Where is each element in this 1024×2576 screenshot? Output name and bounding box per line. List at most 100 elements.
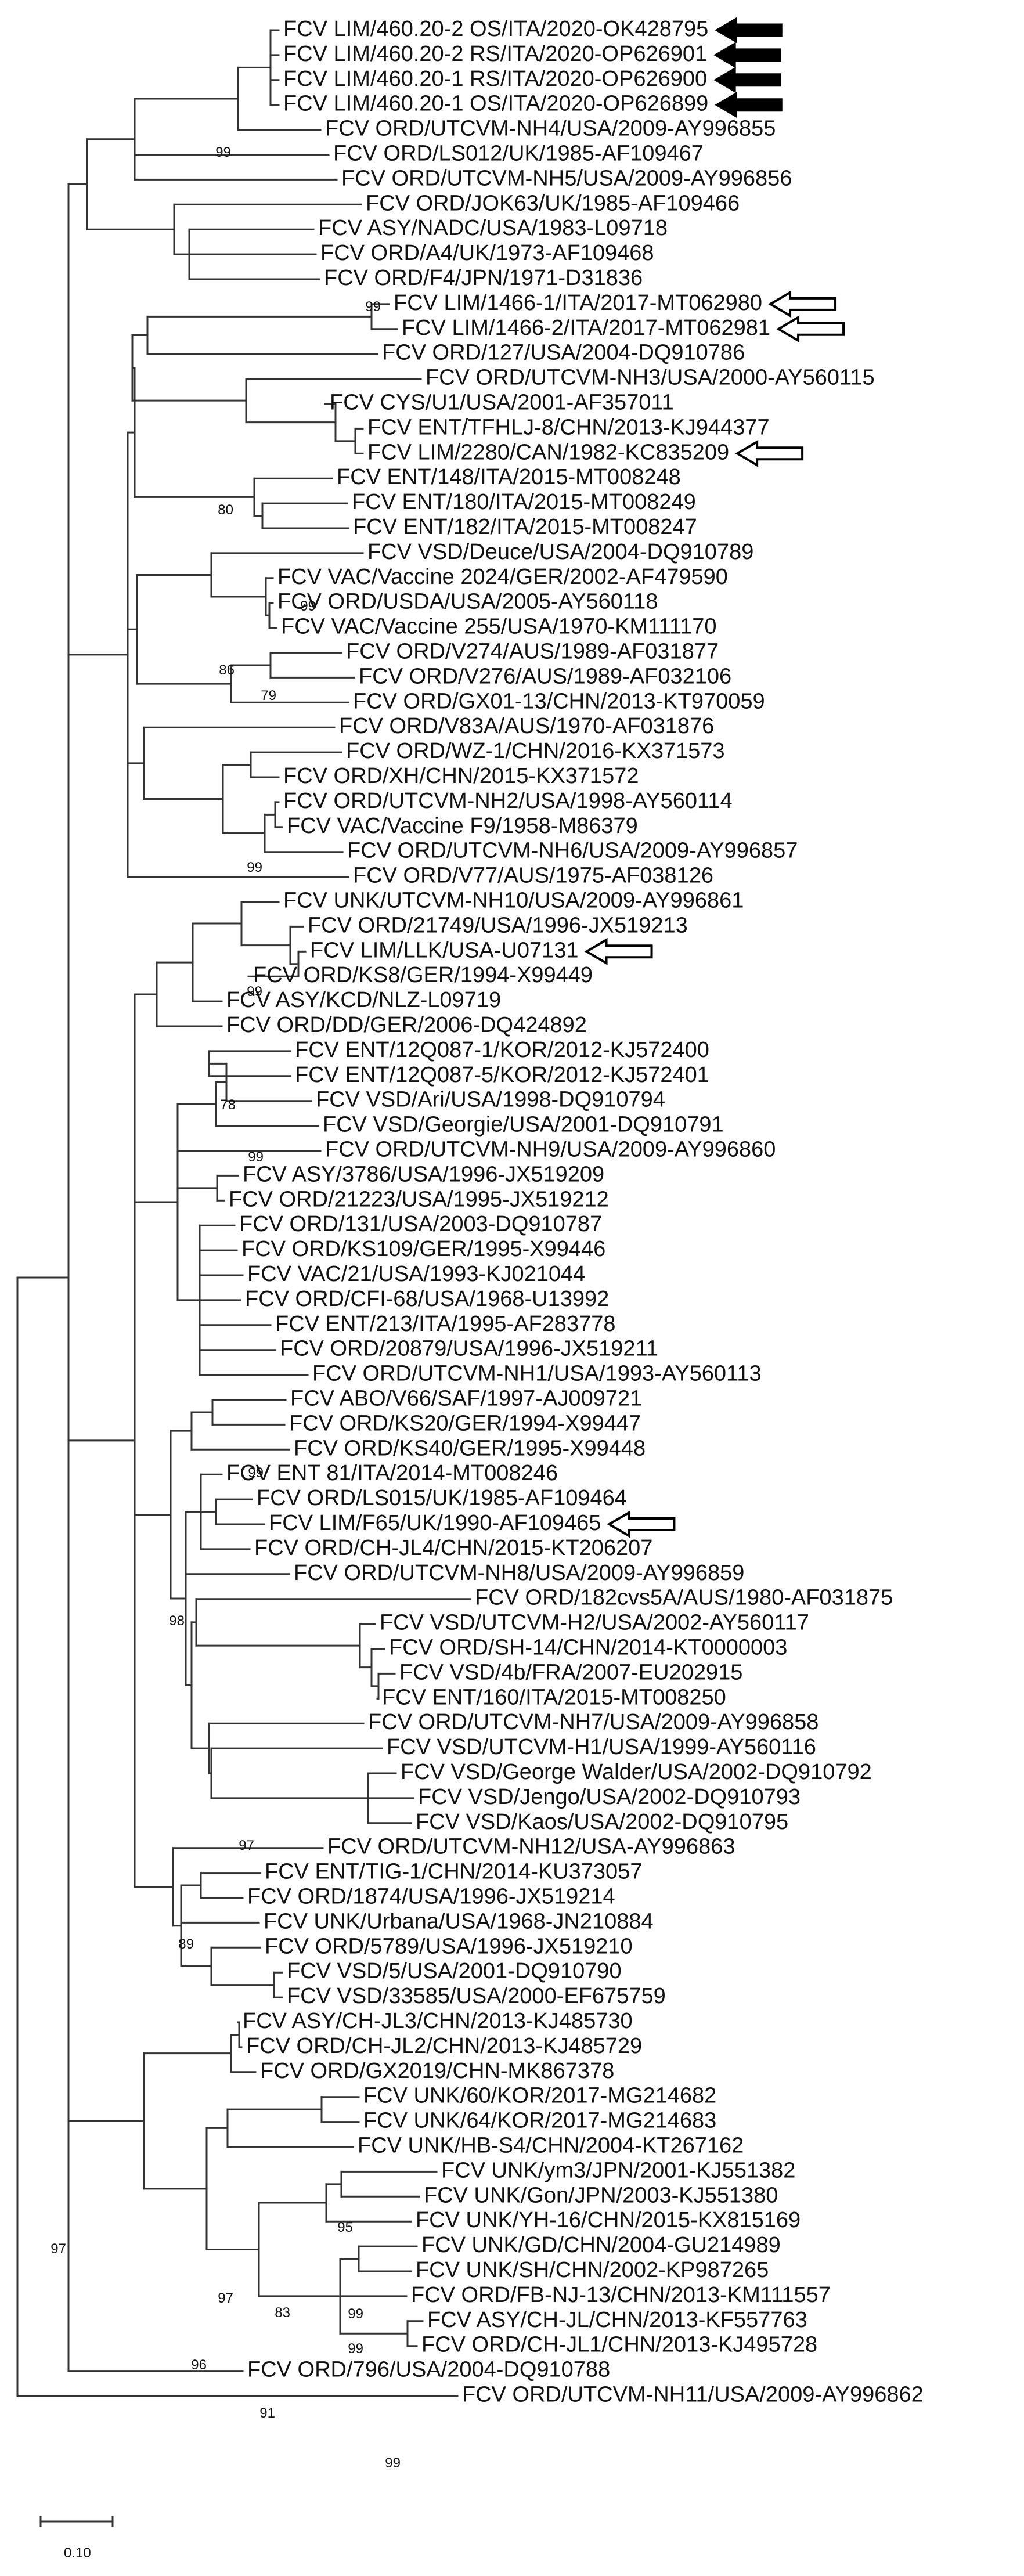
leaf-label: FCV ENT/182/ITA/2015-MT008247 <box>353 515 697 539</box>
scale-bar-label: 0.10 <box>64 2545 91 2561</box>
leaf-label: FCV LIM/460.20-2 OS/ITA/2020-OK428795 <box>283 17 708 41</box>
leaf-label: FCV ENT 81/ITA/2014-MT008246 <box>226 1461 558 1485</box>
bootstrap-value: 99 <box>348 2306 363 2322</box>
leaf-label: FCV UNK/HB-S4/CHN/2004-KT267162 <box>358 2134 744 2158</box>
bootstrap-value: 98 <box>169 1613 185 1629</box>
leaf-label: FCV VSD/4b/FRA/2007-EU202915 <box>399 1660 742 1684</box>
bootstrap-value: 99 <box>247 984 262 1000</box>
leaf-label: FCV ORD/UTCVM-NH5/USA/2009-AY996856 <box>341 166 792 190</box>
bootstrap-values: 9999809986799999789999989789959999979783… <box>51 145 401 2471</box>
leaf-label: FCV ORD/FB-NJ-13/CHN/2013-KM111557 <box>411 2283 831 2307</box>
leaf-label: FCV VSD/33585/USA/2000-EF675759 <box>287 1984 666 2008</box>
leaf-label: FCV ORD/GX01-13/CHN/2013-KT970059 <box>353 689 765 713</box>
leaf-label: FCV ENT/TIG-1/CHN/2014-KU373057 <box>265 1860 642 1884</box>
leaf-label: FCV ENT/12Q087-1/KOR/2012-KJ572400 <box>295 1038 709 1062</box>
leaf-label: FCV ASY/3786/USA/1996-JX519209 <box>243 1162 604 1186</box>
leaf-label: FCV ORD/V77/AUS/1975-AF038126 <box>353 864 713 888</box>
leaf-label: FCV VSD/Deuce/USA/2004-DQ910789 <box>367 540 753 564</box>
bootstrap-value: 99 <box>385 2455 401 2471</box>
leaf-label: FCV ORD/796/USA/2004-DQ910788 <box>247 2358 610 2382</box>
leaf-label: FCV ORD/5789/USA/1996-JX519210 <box>265 1934 633 1958</box>
leaf-label: FCV CYS/U1/USA/2001-AF357011 <box>330 391 674 415</box>
leaf-label: FCV ENT/213/ITA/1995-AF283778 <box>275 1312 615 1336</box>
leaf-label: FCV ENT/TFHLJ-8/CHN/2013-KJ944377 <box>367 415 770 439</box>
leaf-label: FCV ENT/12Q087-5/KOR/2012-KJ572401 <box>295 1063 709 1087</box>
leaf-label: FCV ENT/148/ITA/2015-MT008248 <box>337 465 681 489</box>
bootstrap-value: 91 <box>259 2405 275 2421</box>
leaf-label: FCV LIM/460.20-1 RS/ITA/2020-OP626900 <box>283 67 707 91</box>
leaf-label: FCV ORD/CH-JL4/CHN/2015-KT206207 <box>254 1536 652 1560</box>
leaf-label: FCV VSD/UTCVM-H1/USA/1999-AY560116 <box>387 1735 816 1759</box>
open-arrow-icon <box>735 439 804 467</box>
leaf-label: FCV UNK/Gon/JPN/2003-KJ551380 <box>424 2183 778 2207</box>
filled-arrow-icon <box>715 17 783 44</box>
leaf-label: FCV LIM/1466-1/ITA/2017-MT062980 <box>394 291 762 315</box>
leaf-label: FCV UNK/Urbana/USA/1968-JN210884 <box>264 1909 654 1933</box>
leaf-label: FCV ORD/DD/GER/2006-DQ424892 <box>226 1013 587 1037</box>
open-arrow-icon <box>776 315 845 343</box>
bootstrap-value: 95 <box>337 2220 353 2235</box>
leaf-label: FCV ASY/CH-JL/CHN/2013-KF557763 <box>427 2308 807 2332</box>
leaf-label: FCV ORD/V276/AUS/1989-AF032106 <box>359 664 731 688</box>
leaf-label: FCV ORD/UTCVM-NH7/USA/2009-AY996858 <box>368 1710 819 1734</box>
open-arrow-icon <box>584 937 653 965</box>
leaf-label: FCV LIM/F65/UK/1990-AF109465 <box>269 1511 601 1535</box>
bootstrap-value: 99 <box>215 145 231 160</box>
leaf-label: FCV VAC/Vaccine 2024/GER/2002-AF479590 <box>277 565 728 589</box>
leaf-label: FCV VSD/UTCVM-H2/USA/2002-AY560117 <box>380 1611 809 1635</box>
leaf-label: FCV ORD/131/USA/2003-DQ910787 <box>239 1212 602 1236</box>
leaf-label: FCV ORD/UTCVM-NH2/USA/1998-AY560114 <box>283 789 733 813</box>
leaf-label: FCV ORD/V83A/AUS/1970-AF031876 <box>339 714 714 738</box>
leaf-label: FCV UNK/60/KOR/2017-MG214682 <box>363 2084 716 2108</box>
leaf-label: FCV VSD/5/USA/2001-DQ910790 <box>287 1959 622 1983</box>
bootstrap-value: 80 <box>218 502 233 518</box>
leaf-label: FCV ORD/UTCVM-NH8/USA/2009-AY996859 <box>294 1561 744 1585</box>
leaf-label: FCV ENT/180/ITA/2015-MT008249 <box>352 490 696 514</box>
leaf-label: FCV ORD/UTCVM-NH11/USA/2009-AY996862 <box>462 2383 924 2407</box>
leaf-label: FCV LIM/LLK/USA-U07131 <box>310 938 579 962</box>
leaf-label: FCV ORD/A4/UK/1973-AF109468 <box>320 241 654 265</box>
leaf-label: FCV ORD/F4/JPN/1971-D31836 <box>324 266 643 290</box>
open-arrow-icon <box>607 1510 676 1538</box>
bootstrap-value: 79 <box>261 688 276 703</box>
leaf-label: FCV ORD/UTCVM-NH4/USA/2009-AY996855 <box>325 117 776 141</box>
leaf-label: FCV ORD/CH-JL1/CHN/2013-KJ495728 <box>421 2333 817 2357</box>
leaf-label: FCV ORD/CFI-68/USA/1968-U13992 <box>245 1287 609 1311</box>
leaf-label: FCV ASY/NADC/USA/1983-L09718 <box>318 216 668 240</box>
leaf-label: FCV ASY/CH-JL3/CHN/2013-KJ485730 <box>243 2009 633 2033</box>
leaf-label: FCV ORD/KS8/GER/1994-X99449 <box>253 963 593 987</box>
leaf-label: FCV ORD/KS109/GER/1995-X99446 <box>241 1237 605 1261</box>
leaf-label: FCV ORD/LS015/UK/1985-AF109464 <box>257 1486 627 1510</box>
leaf-label: FCV ORD/UTCVM-NH9/USA/2009-AY996860 <box>325 1138 776 1162</box>
bootstrap-value: 99 <box>348 2341 363 2357</box>
bootstrap-value: 97 <box>239 1838 254 1853</box>
leaf-label: FCV ASY/KCD/NLZ-L09719 <box>226 988 501 1012</box>
leaf-label: FCV ORD/WZ-1/CHN/2016-KX371573 <box>346 739 725 763</box>
leaf-markers <box>584 17 845 1538</box>
leaf-label: FCV ORD/USDA/USA/2005-AY560118 <box>277 590 658 614</box>
leaf-label: FCV ORD/182cvs5A/AUS/1980-AF031875 <box>475 1586 893 1610</box>
filled-arrow-icon <box>713 67 781 93</box>
leaf-label: FCV ORD/UTCVM-NH1/USA/1993-AY560113 <box>312 1362 762 1386</box>
leaf-label: FCV ORD/KS20/GER/1994-X99447 <box>289 1411 641 1435</box>
leaf-label: FCV ORD/UTCVM-NH12/USA-AY996863 <box>327 1835 735 1859</box>
bootstrap-value: 99 <box>365 299 381 315</box>
leaf-label: FCV ORD/20879/USA/1996-JX519211 <box>280 1337 658 1361</box>
leaf-label: FCV VSD/Ari/USA/1998-DQ910794 <box>316 1088 665 1112</box>
leaf-label: FCV LIM/2280/CAN/1982-KC835209 <box>367 440 729 464</box>
leaf-label: FCV ABO/V66/SAF/1997-AJ009721 <box>290 1387 642 1411</box>
bootstrap-value: 99 <box>248 1465 264 1481</box>
leaf-label: FCV ORD/1874/USA/1996-JX519214 <box>247 1885 615 1909</box>
leaf-label: FCV UNK/UTCVM-NH10/USA/2009-AY996861 <box>283 889 744 913</box>
leaf-label: FCV ORD/UTCVM-NH6/USA/2009-AY996857 <box>347 839 798 863</box>
leaf-label: FCV VAC/Vaccine 255/USA/1970-KM111170 <box>281 615 717 639</box>
filled-arrow-icon <box>715 92 783 118</box>
leaf-label: FCV ORD/SH-14/CHN/2014-KT0000003 <box>389 1636 787 1660</box>
leaf-label: FCV ORD/127/USA/2004-DQ910786 <box>382 341 745 365</box>
leaf-label: FCV LIM/1466-2/ITA/2017-MT062981 <box>402 316 770 340</box>
leaf-label: FCV ORD/CH-JL2/CHN/2013-KJ485729 <box>246 2034 642 2058</box>
leaf-label: FCV UNK/ym3/JPN/2001-KJ551382 <box>441 2158 795 2182</box>
leaf-label: FCV ORD/KS40/GER/1995-X99448 <box>294 1436 646 1460</box>
filled-arrow-icon <box>713 42 781 68</box>
